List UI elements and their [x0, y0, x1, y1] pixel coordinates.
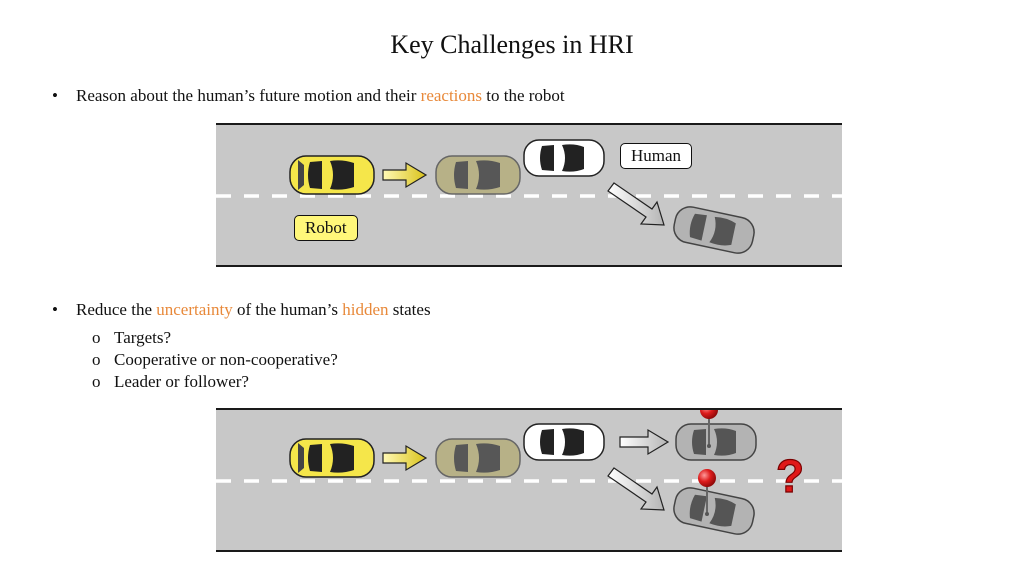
bullet-uncertainty: • Reduce the uncertainty of the human’s h…: [52, 300, 431, 320]
circle-bullet-icon: o: [92, 328, 101, 347]
road-diagram-uncertainty: ?: [216, 408, 842, 552]
robot-car-icon: [289, 155, 375, 195]
bullet1-text-start: Reason about the human’s future motion a…: [76, 86, 421, 105]
bullet2-highlight-uncertainty: uncertainty: [156, 300, 233, 319]
human-future-car-merge-icon: [673, 487, 755, 535]
road-diagram-reactions: Human Robot: [216, 123, 842, 267]
road-scene-1: [216, 139, 842, 254]
human-reaction-arrow: [607, 182, 665, 226]
road-scene-2: ?: [216, 410, 842, 535]
bullet-dot: •: [52, 300, 58, 319]
robot-car-icon: [289, 438, 375, 478]
question-mark-icon: ?: [776, 450, 804, 502]
circle-bullet-icon: o: [92, 350, 101, 369]
slide-title: Key Challenges in HRI: [390, 30, 634, 59]
human-label: Human: [620, 143, 693, 169]
human-future-car-straight-icon: [675, 423, 757, 461]
robot-motion-arrow: [382, 444, 428, 472]
bullet-dot: •: [52, 86, 58, 105]
bullet2-highlight-hidden: hidden: [342, 300, 389, 319]
bullet1-highlight: reactions: [420, 86, 483, 105]
human-future-car-icon: [673, 206, 755, 254]
robot-label: Robot: [294, 215, 358, 241]
bullet1-text-end: to the robot: [482, 86, 565, 105]
robot-motion-arrow: [382, 161, 428, 189]
robot-future-car-icon: [435, 155, 521, 195]
target-pin-icon: [700, 410, 718, 448]
robot-future-car-icon: [435, 438, 521, 478]
human-car-icon: [523, 423, 605, 461]
bullet2-text-end: states: [388, 300, 431, 319]
circle-bullet-icon: o: [92, 372, 101, 391]
human-merge-arrow: [607, 467, 665, 511]
human-straight-arrow: [619, 428, 670, 456]
human-car-icon: [523, 139, 605, 177]
bullet-reactions: • Reason about the human’s future motion …: [52, 86, 565, 106]
bullet2-text-start: Reduce the: [76, 300, 157, 319]
target-pin-icon: [698, 469, 716, 516]
bullet2-text-middle: of the human’s: [232, 300, 343, 319]
